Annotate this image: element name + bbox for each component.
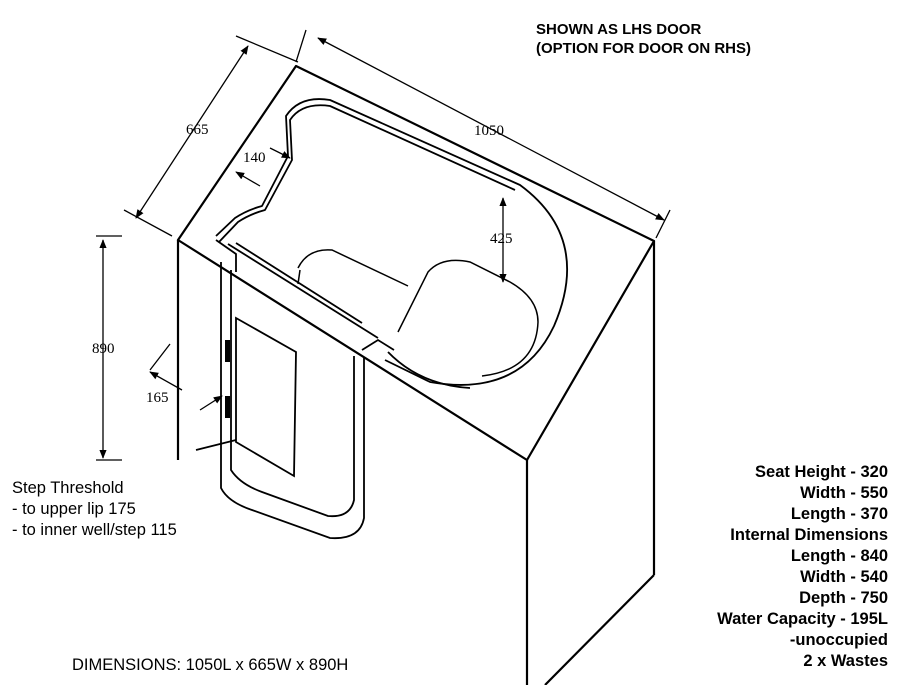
height-label: 890 xyxy=(92,341,115,357)
spec-line: Seat Height - 320 xyxy=(755,463,888,481)
door-hinge-upper xyxy=(225,340,230,362)
spec-line: Water Capacity - 195L xyxy=(717,610,888,628)
spec-line: Width - 540 xyxy=(800,568,888,586)
length-label: 1050 xyxy=(474,123,504,139)
seat-drop-label: 425 xyxy=(490,231,513,247)
depth-label: 665 xyxy=(186,122,209,138)
step-threshold-title: Step Threshold xyxy=(12,479,124,497)
bath-rim xyxy=(215,98,569,389)
spec-line: -unoccupied xyxy=(789,631,888,649)
bath-outline xyxy=(176,64,656,685)
spec-line: 2 x Wastes xyxy=(803,652,888,670)
spec-line: Depth - 750 xyxy=(799,589,888,607)
spec-line: Length - 370 xyxy=(790,505,888,523)
spec-line: Width - 550 xyxy=(800,484,888,502)
door-note: SHOWN AS LHS DOOR (OPTION FOR DOOR ON RH… xyxy=(536,20,751,58)
specifications-list: Seat Height - 320 Width - 550 Length - 3… xyxy=(717,462,888,672)
dimension-lines xyxy=(96,29,671,461)
step-threshold-line: - to upper lip 175 xyxy=(12,500,136,518)
door-outline xyxy=(195,239,395,540)
door-note-line: (OPTION FOR DOOR ON RHS) xyxy=(536,40,751,57)
door-hinge-lower xyxy=(225,396,230,418)
door-offset-label: 165 xyxy=(146,390,169,406)
spec-line: Length - 840 xyxy=(790,547,888,565)
rim-label: 140 xyxy=(243,150,266,166)
door-note-line: SHOWN AS LHS DOOR xyxy=(536,21,702,38)
spec-heading: Internal Dimensions xyxy=(730,526,888,544)
step-threshold-note: Step Threshold - to upper lip 175 - to i… xyxy=(12,478,177,541)
overall-dimensions: DIMENSIONS: 1050L x 665W x 890H xyxy=(72,656,349,674)
seat-outline xyxy=(297,249,539,377)
step-threshold-line: - to inner well/step 115 xyxy=(12,521,177,539)
